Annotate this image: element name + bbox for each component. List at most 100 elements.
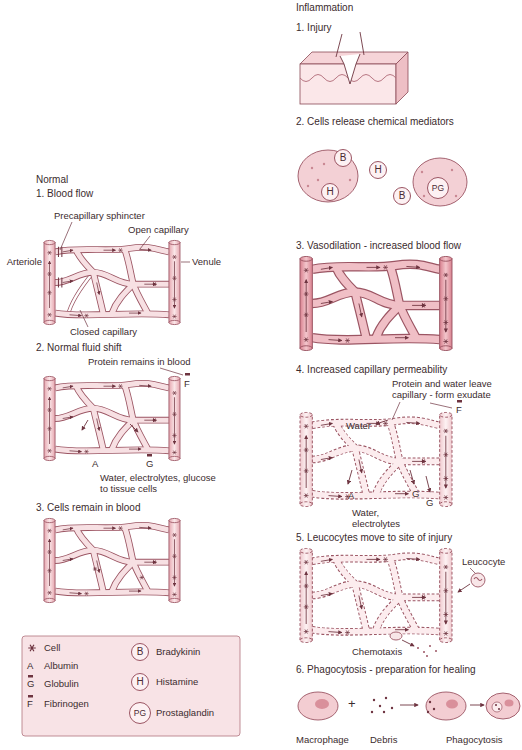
- text-label: Phagocytosis: [446, 734, 503, 745]
- text-label: 5. Leucocytes move to site of injury: [296, 532, 452, 544]
- leucocytes: [390, 573, 485, 657]
- protein-symbol: [185, 373, 190, 376]
- dot: [435, 650, 437, 652]
- text-label: G: [146, 458, 153, 469]
- text-label: F: [27, 698, 33, 709]
- node-text: B: [340, 153, 347, 163]
- hair: [336, 32, 364, 57]
- fluid-arrow: [376, 420, 388, 424]
- granule: [421, 171, 423, 173]
- legend-protein-symbol: [28, 675, 33, 678]
- text-label: Arteriole: [0, 256, 42, 267]
- text-label: Protein remains in blood: [88, 356, 190, 367]
- fluid-arrow: [82, 420, 88, 430]
- leucocyte-cell: [390, 632, 402, 640]
- mediator-circle: H: [131, 673, 149, 691]
- text-label: 6. Phagocytosis - preparation for healin…: [296, 664, 476, 676]
- granule: [423, 195, 425, 197]
- migration-arrow: [402, 640, 414, 646]
- vessels: [44, 518, 180, 602]
- text-label: A: [92, 458, 98, 469]
- mediator-circle: B: [131, 643, 149, 661]
- dot: [423, 651, 425, 653]
- leader-line: [80, 310, 88, 327]
- debris-dot: [427, 711, 429, 713]
- dot: [429, 645, 431, 647]
- leader-line: [430, 403, 452, 408]
- blood-cell: [140, 576, 144, 580]
- mediator-circle: H: [321, 183, 339, 201]
- fluid-arrow: [410, 470, 414, 484]
- capillary-bed: [300, 412, 452, 506]
- node-text: B: [399, 191, 406, 201]
- legend-text: Prostaglandin: [156, 707, 214, 718]
- debris-dot: [373, 699, 375, 701]
- mediator-circle: PG: [129, 702, 151, 724]
- text-label: Inflammation: [296, 2, 353, 14]
- text-label: Water: [346, 420, 371, 431]
- text-label: Debris: [370, 734, 397, 745]
- leader-line: [140, 236, 150, 249]
- skin-side: [396, 52, 408, 104]
- text-label: Closed capillary: [70, 326, 137, 337]
- leader-line: [60, 222, 72, 250]
- vessels: [300, 256, 452, 350]
- text-label: Water, electrolytes, glucose to tissue c…: [100, 472, 225, 495]
- vessels: [300, 412, 452, 506]
- node-text: PG: [432, 184, 444, 193]
- text-label: G: [426, 497, 433, 508]
- blood-cells: [47, 248, 176, 318]
- text-label: 2. Cells release chemical mediators: [296, 116, 454, 128]
- dot: [426, 655, 428, 657]
- debris-dot: [433, 708, 435, 710]
- text-label: 4. Increased capillary permeability: [296, 364, 447, 376]
- granule: [451, 169, 453, 171]
- nucleus: [505, 700, 514, 707]
- process-arrow: [470, 705, 484, 706]
- leader-line: [392, 402, 400, 420]
- text-label: G: [27, 678, 34, 689]
- macrophage: [426, 692, 466, 720]
- process-arrow: [400, 705, 418, 706]
- capillary-bed: [44, 240, 180, 324]
- granule: [307, 185, 309, 187]
- capillary-bed: [44, 376, 180, 460]
- capillary-bed: [300, 256, 452, 350]
- blood-cells: [47, 384, 176, 454]
- debris-dot: [498, 708, 500, 710]
- node-text: H: [374, 165, 381, 175]
- text-label: 2. Normal fluid shift: [36, 342, 122, 354]
- granule: [455, 195, 457, 197]
- fluid-arrow: [348, 470, 352, 484]
- legend-text: Albumin: [44, 660, 78, 671]
- fluid-arrow: [130, 424, 138, 432]
- text-label: Precapillary sphincter: [54, 210, 145, 221]
- text-label: Open capillary: [128, 224, 189, 235]
- fluid-arrow: [426, 476, 430, 492]
- legend-text: Histamine: [156, 676, 198, 687]
- leader-line: [160, 368, 183, 375]
- granule: [317, 179, 319, 181]
- mediator-circle: B: [393, 187, 411, 205]
- mediator-circle: PG: [427, 177, 449, 199]
- cell-body: [298, 150, 358, 202]
- blood-cells: [304, 557, 448, 635]
- mediator-circle: H: [369, 161, 387, 179]
- debris-dot: [383, 711, 385, 713]
- text-label: 1. Blood flow: [36, 188, 93, 200]
- node-text: H: [136, 677, 143, 687]
- protein-symbol: [147, 454, 152, 457]
- legend-cell-symbol: [28, 645, 36, 652]
- leader-line: [470, 568, 476, 574]
- node-text: PG: [134, 709, 146, 718]
- mediator-circle: B: [334, 149, 352, 167]
- sphincter: [58, 247, 61, 288]
- debris-dot: [385, 697, 387, 699]
- vessels: [44, 240, 180, 324]
- chemotaxis-dots: [417, 645, 437, 657]
- legend-text: Bradykinin: [156, 646, 200, 657]
- text-label: Protein and water leave capillary - form…: [392, 378, 517, 401]
- text-label: G: [412, 488, 419, 499]
- granule: [311, 167, 313, 169]
